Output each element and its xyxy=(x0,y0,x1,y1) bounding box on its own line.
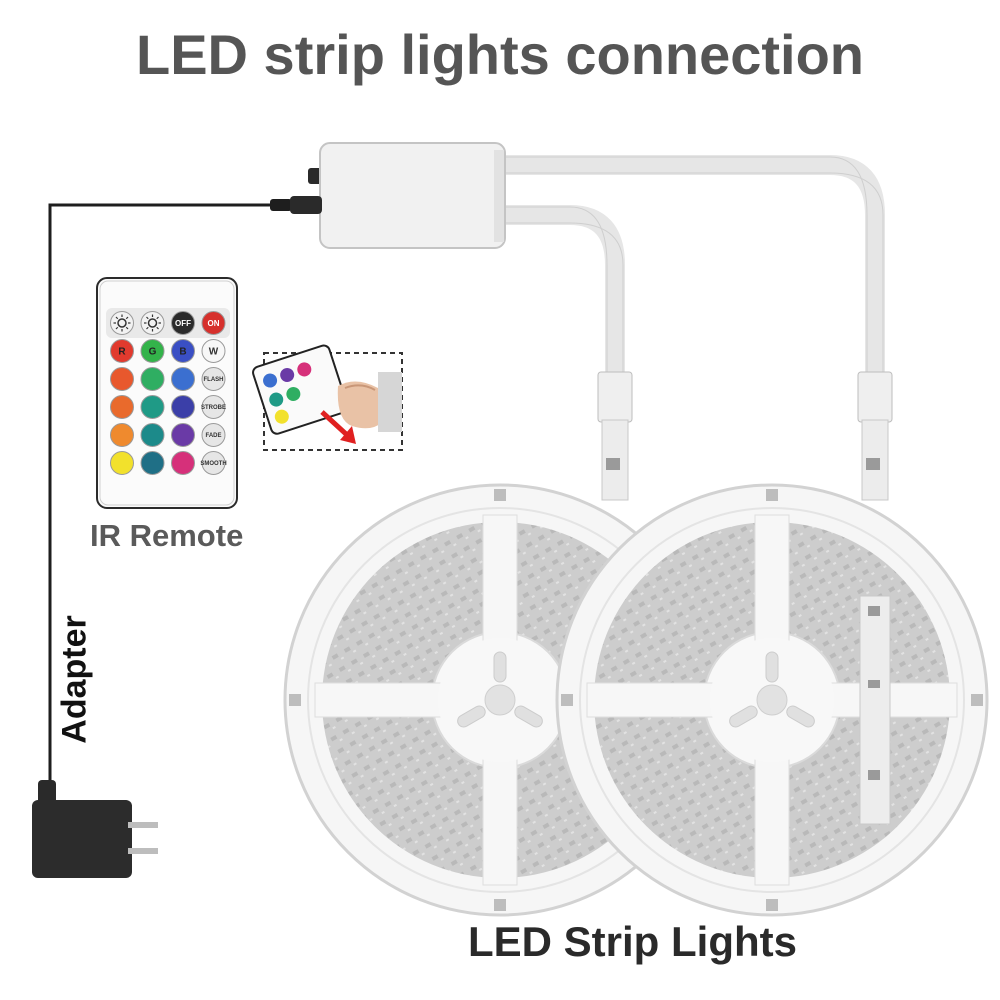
power-cable xyxy=(48,196,322,780)
controller-box xyxy=(308,142,506,249)
remote-button-text: R xyxy=(118,347,126,358)
remote-button-strobe: STROBE xyxy=(201,395,226,419)
remote-button-color-11 xyxy=(140,451,165,475)
remote-button-fade: FADE xyxy=(201,423,226,447)
remote-button-brightness-down xyxy=(140,311,165,335)
remote-button-flash: FLASH xyxy=(201,367,226,391)
remote-button-color-12 xyxy=(171,451,195,475)
adapter-label: Adapter xyxy=(55,615,94,744)
remote-button-color-10 xyxy=(110,451,134,475)
remote-button-color-7 xyxy=(110,423,134,447)
remote-button-text: B xyxy=(179,347,186,358)
remote-button-white: W xyxy=(201,339,226,363)
remote-button-smooth: SMOOTH xyxy=(200,451,227,475)
adapter xyxy=(32,780,158,878)
strip-lights-label: LED Strip Lights xyxy=(468,918,797,965)
remote-button-on: ON xyxy=(201,311,226,335)
ir-remote xyxy=(96,277,238,509)
remote-button-blue: B xyxy=(171,339,195,363)
brightness-up-icon xyxy=(113,314,131,332)
remote-button-text: FLASH xyxy=(204,377,224,383)
remote-button-text: STROBE xyxy=(201,405,226,411)
remote-label: IR Remote xyxy=(90,518,244,553)
remote-button-text: FADE xyxy=(205,433,221,439)
remote-button-color-9 xyxy=(171,423,195,447)
remote-button-text: SMOOTH xyxy=(200,461,226,467)
led-reel-right xyxy=(555,483,989,917)
remote-button-text: OFF xyxy=(175,319,191,328)
ribbon-cable xyxy=(490,155,885,400)
remote-button-color-5 xyxy=(140,395,165,419)
strip-connector-left xyxy=(597,371,633,501)
brightness-down-icon xyxy=(144,314,161,332)
remote-button-color-4 xyxy=(110,395,134,419)
remote-button-color-1 xyxy=(110,367,134,391)
remote-button-off: OFF xyxy=(171,311,195,335)
remote-button-green: G xyxy=(140,339,165,363)
remote-button-color-2 xyxy=(140,367,165,391)
remote-button-color-3 xyxy=(171,367,195,391)
strip-connector-right xyxy=(857,371,893,501)
remote-button-text: ON xyxy=(208,319,220,328)
remote-button-red: R xyxy=(110,339,134,363)
remote-button-text: G xyxy=(149,347,157,358)
strip-segment xyxy=(859,595,891,825)
remote-button-brightness-up xyxy=(110,311,134,335)
remote-button-text: W xyxy=(209,347,219,358)
diagram-title: LED strip lights connection xyxy=(135,23,865,86)
remote-button-color-6 xyxy=(171,395,195,419)
remote-button-color-8 xyxy=(140,423,165,447)
battery-tab-inset xyxy=(252,344,403,451)
